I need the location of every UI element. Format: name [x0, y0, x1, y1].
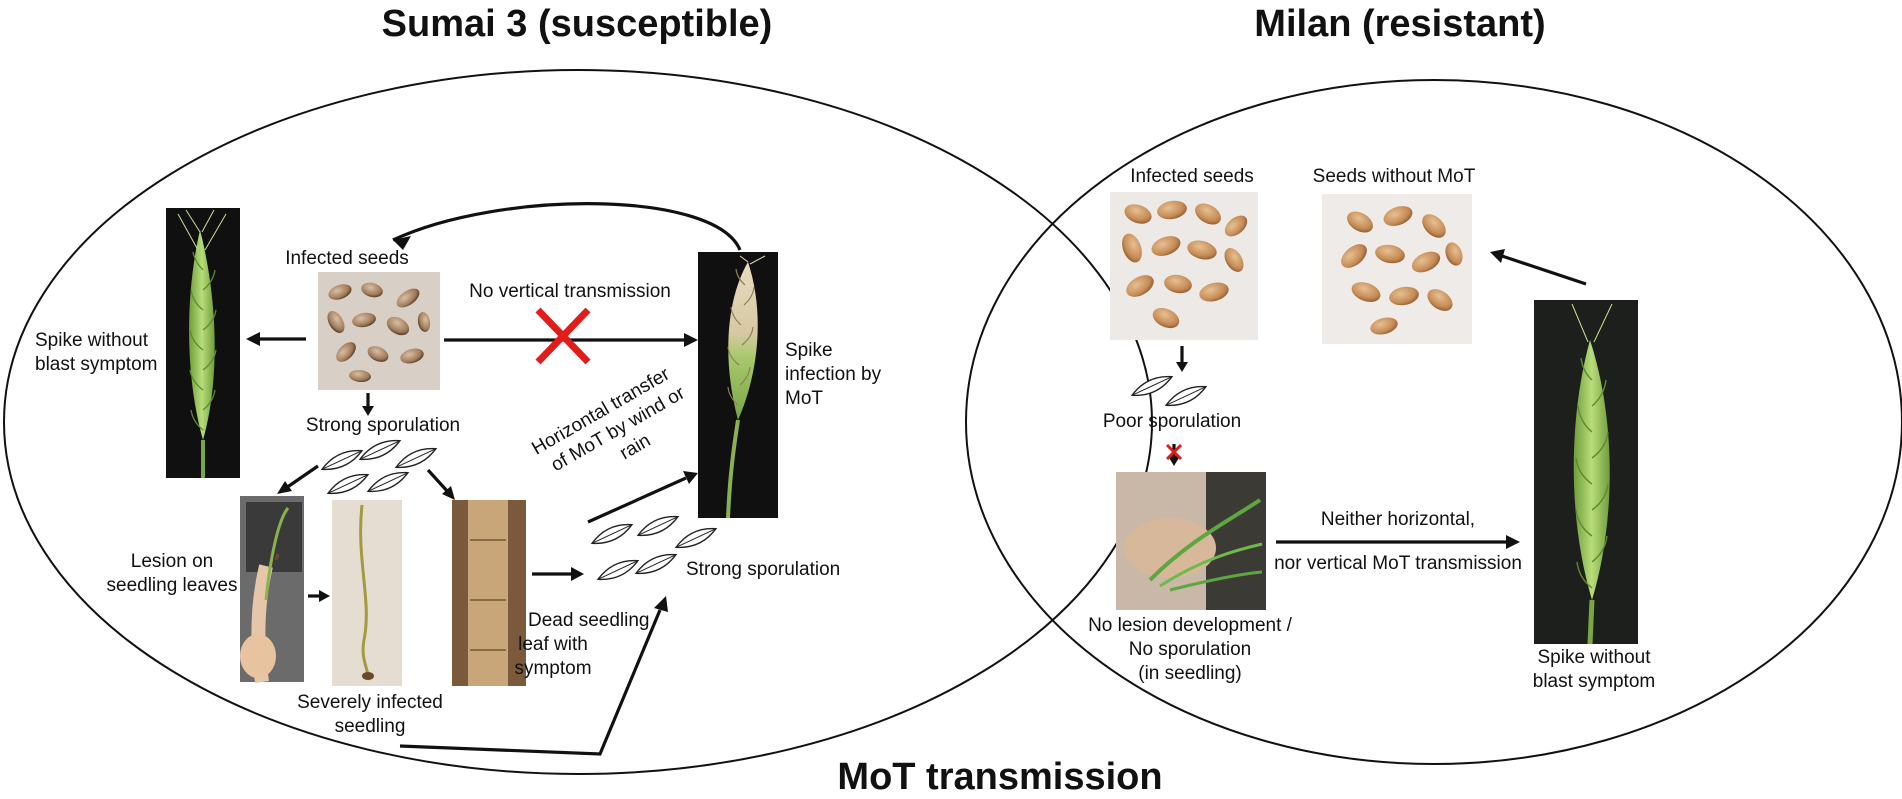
arrow-head-horizontal	[683, 471, 698, 484]
spores-cluster-top	[320, 439, 438, 495]
arrow-head-neither	[1506, 535, 1520, 549]
red-x-small-icon	[1165, 443, 1183, 461]
right-spike-without-line1: Spike without	[1537, 647, 1651, 668]
left-infected-seeds-label: Infected seeds	[285, 248, 409, 269]
arrow-seedling-to-spores	[399, 609, 662, 756]
neither-line1: Neither horizontal,	[1321, 509, 1475, 530]
left-spike-without-line1: Spike without	[35, 330, 149, 351]
horizontal-transfer-label: Horizontal transfer of MoT by wind or ra…	[528, 363, 689, 476]
dead-leaf-label-line2: leaf with	[518, 634, 588, 655]
arrow-spores-to-dead-leaf	[426, 468, 450, 494]
arrow-spores-to-lesion	[285, 464, 319, 490]
curved-arrow-spike-to-seeds	[392, 202, 742, 251]
no-vertical-label: No vertical transmission	[469, 281, 671, 302]
seeds-without-mot-photo	[1322, 194, 1472, 344]
bottom-title: MoT transmission	[837, 756, 1162, 798]
right-infected-seeds-photo	[1110, 192, 1258, 340]
arrow-head-left	[246, 332, 260, 346]
lesion-label-line2: seedling leaves	[107, 575, 238, 596]
lesion-seedling-photo	[240, 496, 304, 683]
no-lesion-seedling-photo	[1116, 472, 1266, 610]
no-lesion-line1: No lesion development /	[1088, 615, 1293, 636]
arrow-head-severe	[319, 590, 330, 602]
no-lesion-line3: (in seedling)	[1138, 663, 1242, 684]
severe-seedling-photo	[332, 500, 402, 686]
red-cross-icon	[535, 307, 591, 365]
arrow-head-down	[362, 406, 374, 416]
right-ellipse	[965, 79, 1902, 765]
arrow-head-bottom	[654, 596, 668, 612]
spores-cluster-poor	[1130, 375, 1208, 407]
left-ellipse	[3, 69, 1153, 775]
spike-without-symptom-photo	[166, 208, 240, 478]
arrow-horizontal-transfer	[587, 476, 687, 524]
strong-sporulation-top-label: Strong sporulation	[306, 415, 460, 436]
arrow-head-dead-leaf	[442, 486, 455, 500]
left-title: Sumai 3 (susceptible)	[382, 3, 773, 45]
arrow-head-seeds-without	[1490, 249, 1505, 263]
arrow-head-spores	[571, 567, 584, 581]
left-infected-seeds-photo	[318, 272, 440, 390]
right-spike-photo	[1534, 300, 1638, 645]
lesion-label-line1: Lesion on	[131, 551, 213, 572]
no-lesion-line2: No sporulation	[1129, 639, 1252, 660]
spike-infection-line3: MoT	[785, 388, 823, 409]
dead-leaf-label-line1: Dead seedling	[528, 610, 649, 631]
right-title: Milan (resistant)	[1254, 3, 1545, 45]
seeds-without-mot-label: Seeds without MoT	[1313, 166, 1476, 187]
curved-arrow-head	[393, 236, 411, 250]
arrow-head-poor	[1176, 362, 1188, 372]
left-spike-without-line2: blast symptom	[35, 354, 157, 375]
spores-cluster-right	[590, 515, 718, 581]
arrow-spike-to-seeds-without	[1501, 254, 1587, 286]
neither-line2: nor vertical MoT transmission	[1274, 553, 1522, 574]
dead-leaf-label-line3: symptom	[514, 658, 591, 679]
arrow-head-blocked	[1168, 456, 1180, 466]
infected-spike-photo	[698, 252, 778, 519]
right-spike-without-line2: blast symptom	[1533, 671, 1655, 692]
arrow-head-right	[684, 333, 698, 347]
severe-label-line2: seedling	[335, 716, 406, 737]
spike-infection-line2: infection by	[785, 364, 882, 385]
poor-sporulation-label: Poor sporulation	[1103, 411, 1241, 432]
spike-infection-line1: Spike	[785, 340, 833, 361]
severe-label-line1: Severely infected	[297, 692, 443, 713]
right-infected-seeds-label: Infected seeds	[1130, 166, 1254, 187]
arrow-head-lesion	[277, 481, 292, 494]
strong-sporulation-right-label: Strong sporulation	[686, 559, 840, 580]
dead-leaf-photo	[452, 500, 526, 686]
